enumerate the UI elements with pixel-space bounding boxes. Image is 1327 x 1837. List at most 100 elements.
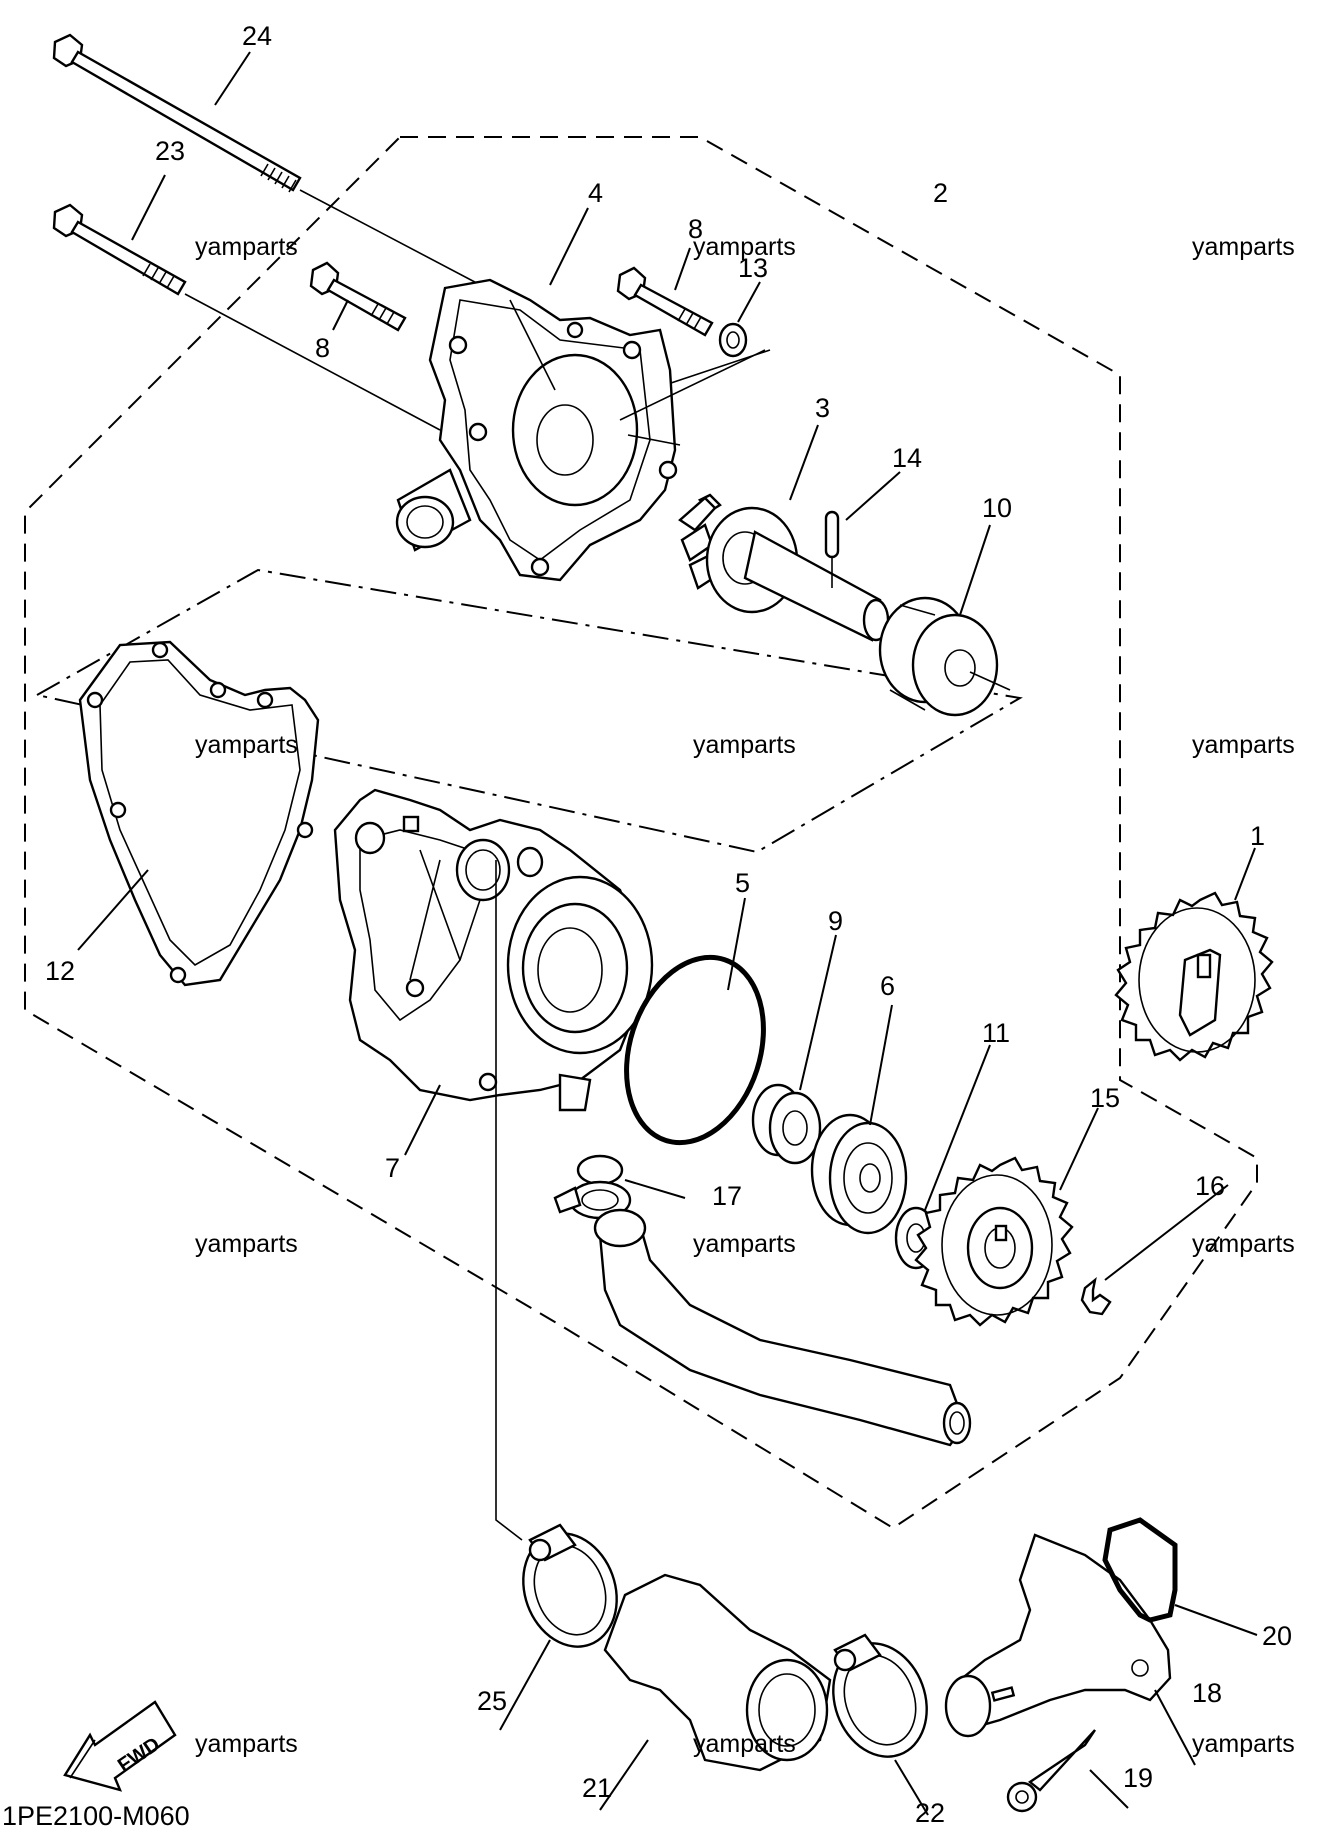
leader-22 — [894, 1759, 929, 1816]
watermark-7: yamparts — [195, 1230, 298, 1258]
callout-17: 17 — [712, 1181, 742, 1211]
leader-17 — [624, 1179, 686, 1199]
callout-22: 22 — [915, 1798, 945, 1828]
bolt-8-left[interactable] — [309, 261, 407, 332]
projection-10 — [969, 671, 1011, 691]
leader-21 — [599, 1739, 649, 1811]
leader-8-left — [332, 299, 349, 331]
clamp-22[interactable] — [818, 1630, 942, 1770]
callout-14: 14 — [892, 443, 922, 473]
leader-15 — [1059, 1107, 1099, 1191]
watermark-2: yamparts — [693, 233, 796, 261]
diagram-code: 1PE2100-M060 — [2, 1801, 190, 1831]
leader-1 — [1234, 847, 1256, 901]
leader-11 — [924, 1044, 991, 1211]
callout-19: 19 — [1123, 1763, 1153, 1793]
leader-14 — [845, 471, 901, 521]
bolt-24[interactable] — [52, 33, 302, 193]
callout-1: 1 — [1250, 821, 1265, 851]
bolt-19[interactable] — [1006, 1729, 1096, 1813]
callout-8-right: 8 — [688, 214, 703, 244]
leader-4 — [549, 207, 589, 286]
leader-23 — [131, 174, 166, 241]
watermark-3: yamparts — [1192, 233, 1295, 261]
callout-5: 5 — [735, 868, 750, 898]
callout-25: 25 — [477, 1686, 507, 1716]
projection-7 — [495, 860, 523, 1541]
hose-21[interactable] — [603, 1573, 832, 1772]
watermark-8: yamparts — [693, 1230, 796, 1258]
projection-13 — [619, 349, 766, 421]
callout-8-left: 8 — [315, 333, 330, 363]
gear-15[interactable] — [914, 1156, 1074, 1327]
callout-16: 16 — [1195, 1171, 1225, 1201]
seal-10[interactable] — [878, 596, 999, 717]
fwd-arrow-icon — [63, 1700, 177, 1792]
watermark-1: yamparts — [195, 233, 298, 261]
callout-23: 23 — [155, 136, 185, 166]
assembly-boundary-2 — [24, 136, 1258, 1530]
callout-11: 11 — [982, 1018, 1010, 1048]
impeller-3[interactable] — [678, 493, 890, 642]
circlip-16[interactable] — [1080, 1277, 1112, 1316]
o-ring-5[interactable] — [604, 940, 786, 1161]
clamp-25[interactable] — [508, 1520, 632, 1660]
watermark-6: yamparts — [1192, 731, 1295, 759]
pump-cover-4[interactable] — [395, 278, 678, 582]
callout-24: 24 — [242, 21, 272, 51]
leader-8-right — [674, 247, 691, 291]
leader-3 — [789, 424, 819, 501]
leader-9 — [799, 934, 837, 1091]
leader-16 — [1104, 1184, 1229, 1281]
outlet-fitting-18[interactable] — [944, 1533, 1172, 1738]
pin-14[interactable] — [824, 510, 840, 588]
leader-25 — [499, 1639, 551, 1731]
leader-5 — [727, 897, 746, 991]
hose-17-pipe — [593, 1208, 972, 1447]
bearing-9[interactable] — [751, 1083, 822, 1165]
bearing-6[interactable] — [810, 1113, 908, 1235]
o-ring-20[interactable] — [1102, 1517, 1178, 1623]
gear-1[interactable] — [1114, 891, 1274, 1062]
callout-2: 2 — [933, 178, 948, 208]
gasket-plane-outline — [36, 568, 1023, 854]
callout-6: 6 — [880, 971, 895, 1001]
leader-12 — [77, 869, 149, 951]
callout-3: 3 — [815, 393, 830, 423]
watermark-4: yamparts — [195, 731, 298, 759]
callout-20: 20 — [1262, 1621, 1292, 1651]
watermark-12: yamparts — [1192, 1730, 1295, 1758]
projection-23 — [184, 293, 441, 431]
callout-18: 18 — [1192, 1678, 1222, 1708]
gasket-12[interactable] — [78, 640, 320, 987]
leader-18 — [1154, 1689, 1196, 1766]
leader-6 — [869, 1004, 893, 1126]
leader-4-inner — [509, 299, 556, 391]
pump-housing-7[interactable] — [333, 788, 654, 1112]
callout-10: 10 — [982, 493, 1012, 523]
leader-10 — [959, 524, 991, 616]
projection-24 — [299, 189, 491, 291]
watermark-9: yamparts — [1192, 1230, 1295, 1258]
callout-15: 15 — [1090, 1083, 1120, 1113]
callout-4: 4 — [588, 178, 603, 208]
leader-13 — [737, 281, 761, 323]
watermark-5: yamparts — [693, 731, 796, 759]
leader-7 — [404, 1084, 441, 1156]
hose-clamp-17[interactable] — [553, 1154, 632, 1220]
leader-24 — [214, 51, 251, 106]
washer-13[interactable] — [718, 322, 748, 358]
callout-7: 7 — [385, 1153, 400, 1183]
callout-9: 9 — [828, 906, 843, 936]
projection-13b — [627, 434, 681, 446]
callout-21: 21 — [582, 1773, 612, 1803]
leader-20 — [1174, 1604, 1258, 1636]
bolt-23[interactable] — [52, 203, 187, 296]
watermark-10: yamparts — [195, 1730, 298, 1758]
watermark-11: yamparts — [693, 1730, 796, 1758]
leader-19 — [1089, 1769, 1129, 1809]
callout-12: 12 — [45, 956, 75, 986]
callout-13: 13 — [738, 253, 768, 283]
bolt-8-right[interactable] — [616, 266, 714, 337]
